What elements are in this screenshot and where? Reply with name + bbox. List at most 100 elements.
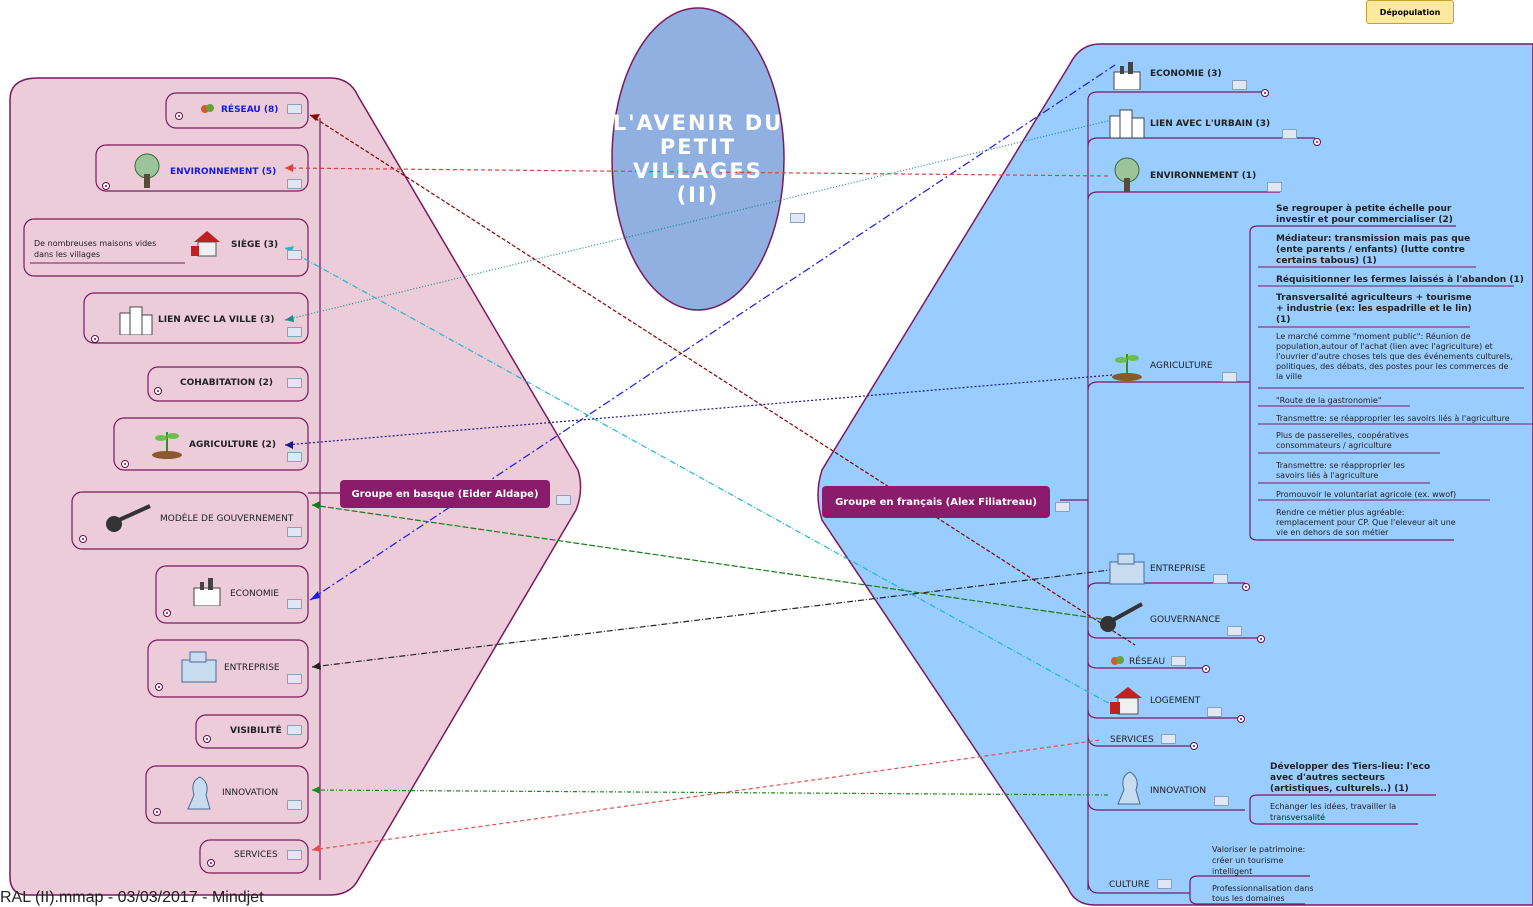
agri-item[interactable]: Médiateur: transmission mais pas que (en… <box>1276 234 1471 266</box>
expand-icon[interactable] <box>121 460 129 468</box>
expand-icon[interactable] <box>1257 635 1265 643</box>
innovation-icon <box>187 776 211 810</box>
note-icon[interactable] <box>1214 796 1229 806</box>
agri-item[interactable]: "Route de la gastronomie" <box>1276 396 1382 405</box>
node-label: INNOVATION <box>1150 786 1207 796</box>
expand-icon[interactable] <box>1242 583 1250 591</box>
plant-icon <box>1112 354 1142 381</box>
note-icon[interactable] <box>1055 502 1070 512</box>
tree-icon <box>1114 157 1140 192</box>
house-icon <box>191 231 220 257</box>
node-label: VISIBILITÉ <box>230 726 282 736</box>
node-label: ENVIRONNEMENT (1) <box>1150 171 1257 181</box>
expand-icon[interactable] <box>102 182 110 190</box>
agri-item[interactable]: Rendre ce métier plus agréable: remplace… <box>1276 508 1456 537</box>
node-label: CULTURE <box>1109 880 1150 890</box>
innovation-item[interactable]: Echanger les idées, travailler la transv… <box>1270 802 1397 822</box>
node-label: INNOVATION <box>222 788 279 798</box>
node-label: ENTREPRISE <box>1150 564 1206 574</box>
note-icon[interactable] <box>1222 372 1237 382</box>
expand-icon[interactable] <box>1261 89 1269 97</box>
agri-item[interactable]: Transmettre: se réapproprier les savoirs… <box>1276 461 1405 480</box>
node-label: GOUVERNANCE <box>1150 615 1221 625</box>
node-label: ECONOMIE (3) <box>1150 69 1222 79</box>
note-icon[interactable] <box>1157 879 1172 889</box>
agri-item[interactable]: Réquisitionner les fermes laissés à l'ab… <box>1276 275 1524 285</box>
node-label: SIÈGE (3) <box>231 240 279 250</box>
house-icon <box>1110 687 1142 715</box>
expand-icon[interactable] <box>175 112 183 120</box>
note-icon[interactable] <box>1161 734 1176 744</box>
expand-icon[interactable] <box>1190 742 1198 750</box>
node-label: LIEN AVEC L'URBAIN (3) <box>1150 119 1271 129</box>
left-group-shape <box>9 77 582 896</box>
note-icon[interactable] <box>287 378 302 388</box>
agri-item[interactable]: Promouvoir le voluntariat agricole (ex. … <box>1276 490 1457 499</box>
tree-icon <box>134 153 160 188</box>
building-icon <box>181 651 217 683</box>
note-icon[interactable] <box>1213 574 1228 584</box>
node-label: AGRICULTURE (2) <box>189 440 276 450</box>
expand-icon[interactable] <box>1313 138 1321 146</box>
agri-item[interactable]: Se regrouper à petite échelle pour inves… <box>1276 204 1453 225</box>
note-icon[interactable] <box>1267 182 1282 192</box>
node-label: COHABITATION (2) <box>180 378 273 388</box>
node-label: LIEN AVEC LA VILLE (3) <box>158 315 275 325</box>
note-icon[interactable] <box>790 213 805 223</box>
network-icon <box>201 104 214 113</box>
factory-icon <box>193 578 221 606</box>
right-group-shape <box>817 43 1533 906</box>
expand-icon[interactable] <box>155 683 163 691</box>
left-group-label[interactable]: Groupe en basque (Eider Aldape) <box>340 480 550 508</box>
node-label: ENVIRONNEMENT (5) <box>170 167 277 177</box>
expand-icon[interactable] <box>1202 665 1210 673</box>
note-icon[interactable] <box>1282 129 1297 139</box>
expand-icon[interactable] <box>203 735 211 743</box>
note-icon[interactable] <box>287 674 302 684</box>
note-icon[interactable] <box>1227 626 1242 636</box>
expand-icon[interactable] <box>207 859 215 867</box>
agri-item[interactable]: Le marché comme "moment public": Réunion… <box>1276 332 1513 381</box>
agri-item[interactable]: Plus de passerelles, coopératives consom… <box>1276 431 1409 450</box>
expand-icon[interactable] <box>1237 715 1245 723</box>
expand-icon[interactable] <box>153 808 161 816</box>
note-icon[interactable] <box>287 725 302 735</box>
agri-item[interactable]: Transversalité agriculteurs + tourisme +… <box>1276 293 1472 325</box>
central-topic[interactable]: L'AVENIR DU PETIT VILLAGES (II) <box>612 111 784 207</box>
depopulation-badge[interactable]: Dépopulation <box>1366 0 1454 24</box>
building-icon <box>1109 553 1145 585</box>
note-icon[interactable] <box>287 250 302 260</box>
note-icon[interactable] <box>287 104 302 114</box>
expand-icon[interactable] <box>154 387 162 395</box>
city-icon <box>1109 109 1145 139</box>
innovation-icon <box>1117 771 1141 805</box>
note-icon[interactable] <box>1171 656 1186 666</box>
culture-item[interactable]: Professionnalisation dans tous les domai… <box>1212 884 1314 903</box>
note-icon[interactable] <box>1207 707 1222 717</box>
note-icon[interactable] <box>287 800 302 810</box>
node-label: LOGEMENT <box>1150 696 1201 706</box>
plant-icon <box>152 432 182 459</box>
note-icon[interactable] <box>287 452 302 462</box>
note-icon[interactable] <box>1232 80 1247 90</box>
expand-icon[interactable] <box>163 609 171 617</box>
note-icon[interactable] <box>287 527 302 537</box>
agri-item[interactable]: Transmettre: se réapproprier les savoirs… <box>1276 414 1510 423</box>
note-icon[interactable] <box>287 599 302 609</box>
expand-icon[interactable] <box>79 535 87 543</box>
expand-icon[interactable] <box>91 335 99 343</box>
culture-item[interactable]: Valoriser le patrimoine: créer un touris… <box>1212 845 1306 876</box>
node-label: SERVICES <box>234 850 278 860</box>
file-footer: RAL (II).mmap - 03/03/2017 - Mindjet <box>0 889 264 906</box>
note-icon[interactable] <box>287 179 302 189</box>
note-icon[interactable] <box>556 495 571 505</box>
note-icon[interactable] <box>287 850 302 860</box>
innovation-item[interactable]: Développer des Tiers-lieu: l'eco avec d'… <box>1270 762 1431 794</box>
network-icon <box>1111 656 1124 665</box>
node-label: MODÈLE DE GOUVERNEMENT <box>160 514 294 524</box>
key-icon <box>1100 602 1143 632</box>
right-group-label[interactable]: Groupe en français (Alex Filiatreau) <box>822 486 1050 518</box>
node-label: SERVICES <box>1110 735 1154 745</box>
note-icon[interactable] <box>287 327 302 337</box>
